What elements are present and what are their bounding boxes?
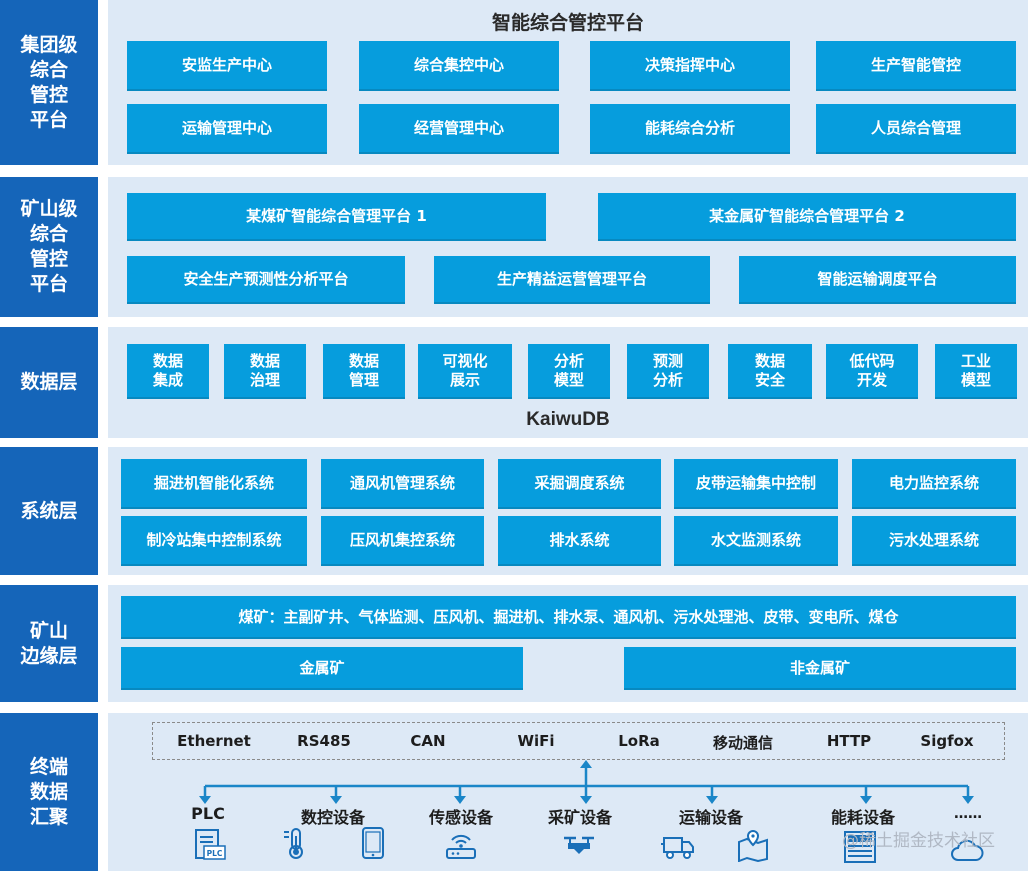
database-name: KaiwuDB [526,409,610,430]
system-box: 皮带运输集中控制 [674,459,838,509]
protocol-label: Sigfox [920,732,974,750]
tablet-icon [362,827,384,859]
layer-label-data: 数据层 [0,327,98,438]
meter-board-icon [844,831,876,863]
mine-platform: 某煤矿智能综合管理平台 1 [127,193,546,241]
group-module: 能耗综合分析 [590,104,790,154]
mine-platform: 某金属矿智能综合管理平台 2 [598,193,1016,241]
group-module: 运输管理中心 [127,104,327,154]
data-module: 预测 分析 [627,344,709,399]
device-label: 采矿设备 [547,808,613,827]
edge-metal-mine: 金属矿 [121,647,523,690]
watermark: @稀土掘金技术社区 [842,831,995,851]
drone-icon [564,836,594,854]
router-icon [446,834,476,859]
plc-icon: PLC [195,829,226,860]
system-box: 电力监控系统 [852,459,1016,509]
data-module: 数据 集成 [127,344,209,399]
protocol-label: RS485 [297,732,351,750]
mine-platform: 安全生产预测性分析平台 [127,256,405,304]
layer-label-mine: 矿山级 综合 管控 平台 [0,177,98,317]
group-module: 决策指挥中心 [590,41,790,91]
system-box: 采掘调度系统 [498,459,661,509]
device-label: 数控设备 [300,808,366,827]
protocol-label: LoRa [618,732,660,750]
layer-label-terminal: 终端 数据 汇聚 [0,713,98,871]
device-label: …… [954,806,982,822]
group-module: 生产智能管控 [816,41,1016,91]
data-module: 数据 安全 [728,344,812,399]
system-box: 水文监测系统 [674,516,838,566]
protocol-label: WiFi [517,732,555,750]
plc-icon-text: PLC [207,849,223,858]
protocol-label: CAN [410,732,446,750]
group-module: 人员综合管理 [816,104,1016,154]
protocol-label: HTTP [826,732,872,750]
system-box: 压风机集控系统 [321,516,484,566]
truck-icon [661,837,694,859]
device-label: PLC [191,804,225,823]
mine-platform: 生产精益运营管理平台 [434,256,710,304]
protocol-label: Ethernet [177,732,251,750]
layer-label-system: 系统层 [0,447,98,575]
system-box: 污水处理系统 [852,516,1016,566]
layer-label-edge: 矿山 边缘层 [0,585,98,702]
group-module: 经营管理中心 [359,104,559,154]
edge-coal-mine: 煤矿：主副矿井、气体监测、压风机、掘进机、排水泵、通风机、污水处理池、皮带、变电… [121,596,1016,639]
data-module: 分析 模型 [528,344,610,399]
device-label: 能耗设备 [830,808,896,827]
system-box: 通风机管理系统 [321,459,484,509]
layer-label-group: 集团级 综合 管控 平台 [0,0,98,165]
edge-nonmetal-mine: 非金属矿 [624,647,1016,690]
system-box: 掘进机智能化系统 [121,459,307,509]
data-module: 数据 治理 [224,344,306,399]
cloud-icon [951,839,984,861]
protocol-frame [152,722,1005,760]
mine-platform: 智能运输调度平台 [739,256,1016,304]
map-pin-icon [738,829,768,862]
system-box: 制冷站集中控制系统 [121,516,307,566]
device-label: 传感设备 [428,808,494,827]
data-module: 低代码 开发 [826,344,918,399]
device-label: 运输设备 [678,808,744,827]
group-platform-title: 智能综合管控平台 [491,12,644,34]
protocol-label: 移动通信 [712,734,774,752]
data-module: 工业 模型 [935,344,1017,399]
data-module: 可视化 展示 [418,344,512,399]
thermometer-icon [284,828,303,859]
system-box: 排水系统 [498,516,661,566]
data-module: 数据 管理 [323,344,405,399]
group-module: 综合集控中心 [359,41,559,91]
group-module: 安监生产中心 [127,41,327,91]
